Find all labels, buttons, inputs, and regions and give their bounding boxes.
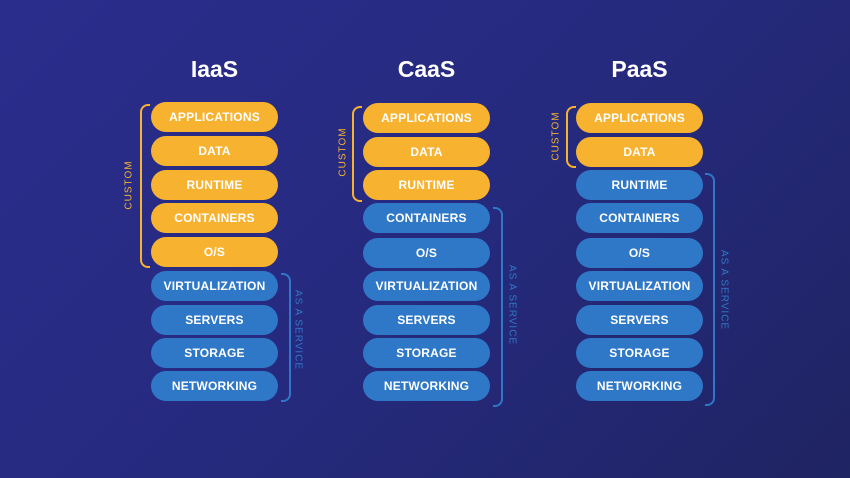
layer-containers: CONTAINERS (151, 203, 278, 233)
layer-os: O/S (576, 238, 703, 268)
layer-os: O/S (363, 238, 490, 268)
column-iaas: IaaS APPLICATIONS DATA RUNTIME CONTAINER… (151, 0, 278, 478)
layer-applications: APPLICATIONS (576, 103, 703, 133)
layer-storage: STORAGE (363, 338, 490, 368)
layer-applications: APPLICATIONS (363, 103, 490, 133)
layer-containers: CONTAINERS (363, 203, 490, 233)
custom-label: CUSTOM (337, 127, 349, 177)
layer-networking: NETWORKING (363, 371, 490, 401)
layer-runtime: RUNTIME (151, 170, 278, 200)
layer-virtualization: VIRTUALIZATION (151, 271, 278, 301)
service-bracket (705, 173, 715, 406)
custom-label: CUSTOM (550, 111, 562, 161)
layer-data: DATA (151, 136, 278, 166)
column-paas: PaaS APPLICATIONS DATA RUNTIME CONTAINER… (576, 0, 703, 478)
layer-storage: STORAGE (151, 338, 278, 368)
layer-servers: SERVERS (576, 305, 703, 335)
column-title: PaaS (611, 56, 668, 82)
layer-virtualization: VIRTUALIZATION (576, 271, 703, 301)
service-bracket (281, 273, 291, 402)
layer-networking: NETWORKING (151, 371, 278, 401)
service-label: AS A SERVICE (718, 249, 730, 331)
layer-os: O/S (151, 237, 278, 267)
column-caas: CaaS APPLICATIONS DATA RUNTIME CONTAINER… (363, 0, 490, 478)
custom-bracket (140, 104, 150, 268)
layer-networking: NETWORKING (576, 371, 703, 401)
layer-data: DATA (363, 137, 490, 167)
service-bracket (493, 207, 503, 407)
layer-servers: SERVERS (151, 305, 278, 335)
custom-bracket (352, 106, 362, 202)
layer-virtualization: VIRTUALIZATION (363, 271, 490, 301)
layer-applications: APPLICATIONS (151, 102, 278, 132)
layer-containers: CONTAINERS (576, 203, 703, 233)
custom-bracket (566, 106, 576, 168)
column-title: IaaS (190, 56, 239, 82)
layer-runtime: RUNTIME (363, 170, 490, 200)
layer-storage: STORAGE (576, 338, 703, 368)
service-label: AS A SERVICE (292, 289, 304, 371)
column-title: CaaS (397, 56, 456, 82)
layer-data: DATA (576, 137, 703, 167)
custom-label: CUSTOM (123, 160, 135, 210)
layer-runtime: RUNTIME (576, 170, 703, 200)
service-label: AS A SERVICE (506, 264, 518, 346)
layer-servers: SERVERS (363, 305, 490, 335)
